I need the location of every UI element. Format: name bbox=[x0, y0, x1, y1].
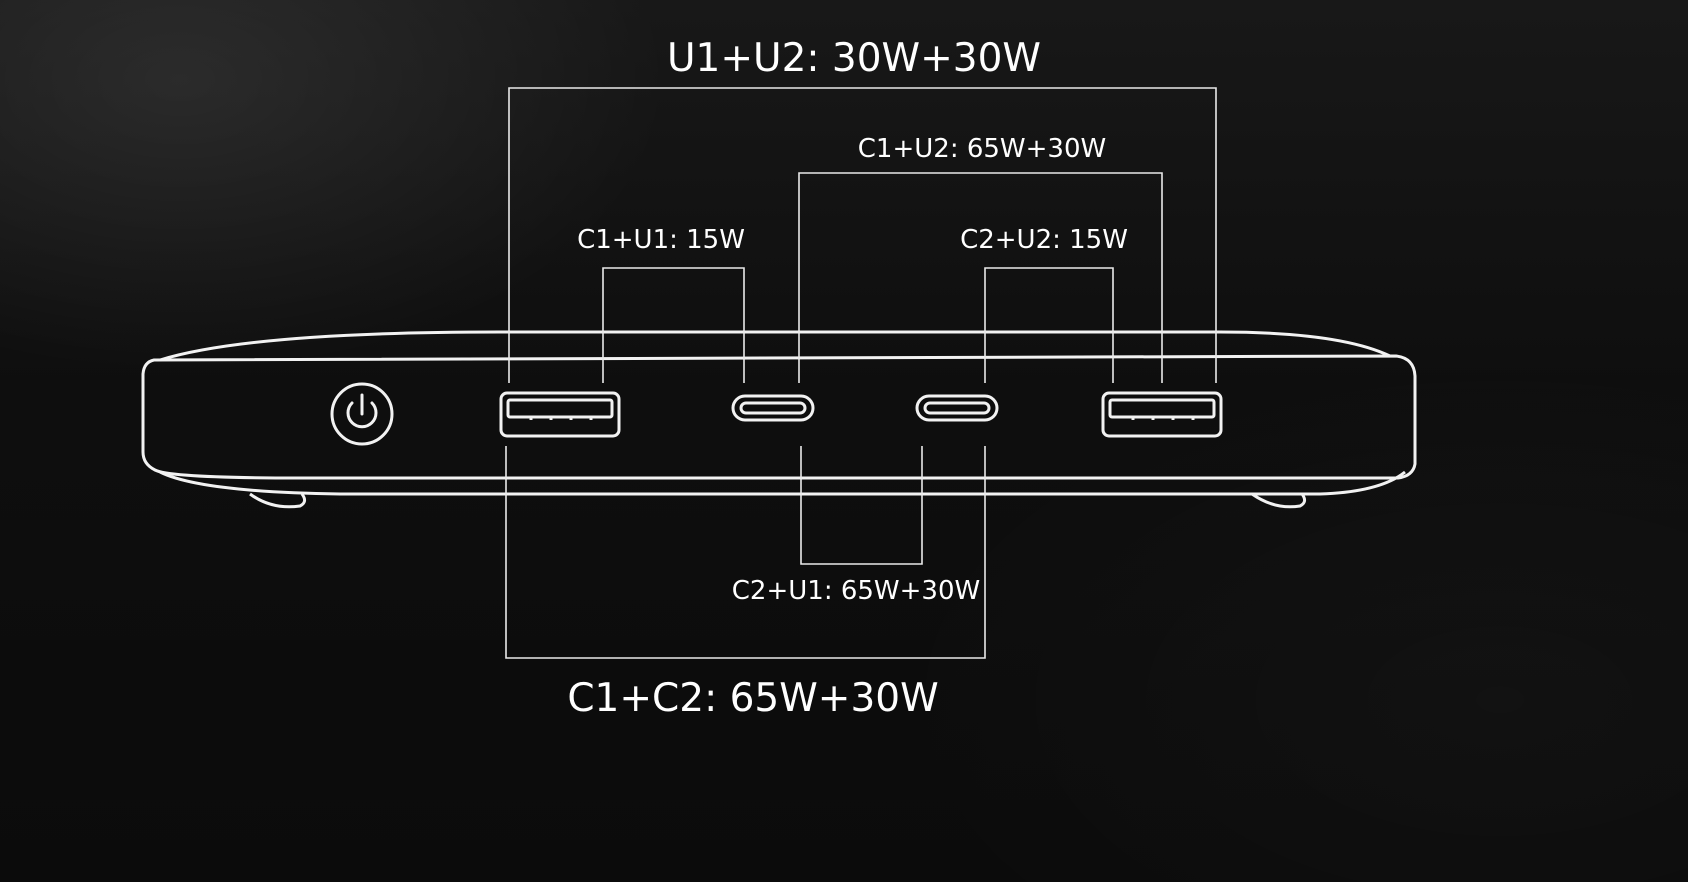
bracket-c1-u1 bbox=[602, 267, 745, 383]
usb-a-u1-tongue bbox=[506, 398, 614, 419]
label-u1-u2: U1+U2: 30W+30W bbox=[667, 36, 1041, 81]
label-c1-u2: C1+U2: 65W+30W bbox=[858, 134, 1106, 164]
usb-c-c2-inner bbox=[923, 401, 991, 415]
label-c1-u1: C1+U1: 15W bbox=[577, 225, 745, 255]
usb-c-c1-outer bbox=[731, 394, 815, 422]
label-c2-u2: C2+U2: 15W bbox=[960, 225, 1128, 255]
usb-a-port-u2[interactable] bbox=[1101, 391, 1223, 438]
device-bottom-bevel bbox=[159, 470, 1406, 496]
usb-a-u2-tongue bbox=[1108, 398, 1216, 419]
label-c2-u1: C2+U1: 65W+30W bbox=[732, 576, 980, 606]
usb-c-port-c1[interactable] bbox=[731, 394, 815, 422]
bracket-c2-u1 bbox=[800, 446, 923, 565]
bracket-c1-c2 bbox=[505, 446, 986, 659]
device-foot-right bbox=[1251, 492, 1307, 509]
label-c1-c2: C1+C2: 65W+30W bbox=[567, 676, 938, 721]
device-top-bevel bbox=[159, 330, 1391, 362]
device-foot-left bbox=[249, 492, 307, 509]
usb-a-u2-housing bbox=[1101, 391, 1223, 438]
bracket-u1-u2 bbox=[508, 87, 1217, 383]
usb-a-u1-housing bbox=[499, 391, 621, 438]
usb-c-c2-outer bbox=[915, 394, 999, 422]
power-icon bbox=[346, 401, 378, 429]
device-front-face bbox=[141, 354, 1417, 480]
bracket-c2-u2 bbox=[984, 267, 1114, 383]
bracket-c1-u2 bbox=[798, 172, 1163, 383]
usb-c-c1-inner bbox=[739, 401, 807, 415]
usb-c-port-c2[interactable] bbox=[915, 394, 999, 422]
power-bank-outline bbox=[141, 330, 1417, 509]
power-button-ring bbox=[330, 382, 394, 446]
usb-a-port-u1[interactable] bbox=[499, 391, 621, 438]
power-button[interactable] bbox=[330, 382, 394, 446]
